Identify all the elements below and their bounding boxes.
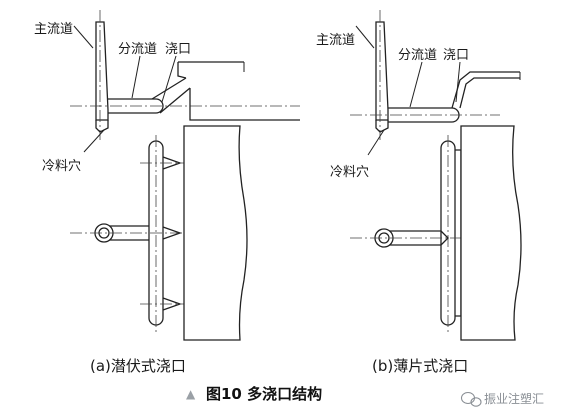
a-cross-branch [104, 225, 149, 241]
a-part-block [183, 125, 248, 341]
b-label-main-runner: 主流道 [316, 33, 355, 48]
subfigure-b-caption: (b)薄片式浇口 [372, 357, 468, 375]
wechat-icon [460, 391, 482, 407]
b-leader-main [355, 25, 375, 49]
caption-marker: ▲ [186, 387, 196, 401]
a-label-main-runner: 主流道 [34, 22, 73, 37]
b-part-block [460, 125, 522, 341]
a-gate-tip-2 [162, 226, 182, 240]
b-cross-branch [384, 230, 441, 246]
b-junction-tip [440, 230, 449, 246]
a-leader-slug [83, 129, 105, 153]
watermark: 振业注塑汇 [460, 391, 544, 407]
b-label-cold-slug-well: 冷料穴 [330, 165, 369, 180]
diagram-a-submarine-gate [70, 10, 300, 341]
a-mold-surface [177, 61, 300, 121]
b-main-runner-body [375, 21, 389, 121]
a-leader-gate [161, 55, 177, 103]
b-cold-slug-well [375, 120, 389, 133]
a-cold-slug-well [95, 120, 109, 133]
a-label-branch-runner: 分流道 [118, 42, 157, 57]
a-gate-channel [151, 77, 191, 114]
a-branch-runner [108, 98, 164, 114]
b-film-gate-strip [455, 149, 462, 317]
b-leader-branch [409, 61, 423, 108]
a-leader-main [73, 25, 94, 49]
a-main-runner-body [95, 21, 109, 121]
b-side-runner [440, 140, 456, 326]
diagram-b-film-gate [350, 10, 522, 341]
watermark-text: 振业注塑汇 [484, 391, 544, 406]
subfigure-a-caption: (a)潜伏式浇口 [90, 357, 186, 375]
a-label-gate: 浇口 [165, 42, 191, 57]
figure-caption: 图10 多浇口结构 [206, 385, 322, 403]
b-leader-gate [455, 61, 461, 103]
b-label-branch-runner: 分流道 [398, 48, 437, 63]
b-label-gate: 浇口 [443, 48, 469, 63]
a-label-cold-slug-well: 冷料穴 [42, 159, 81, 174]
b-leader-slug [367, 129, 385, 156]
a-leader-branch [131, 55, 141, 99]
b-mold-surface [451, 71, 520, 109]
